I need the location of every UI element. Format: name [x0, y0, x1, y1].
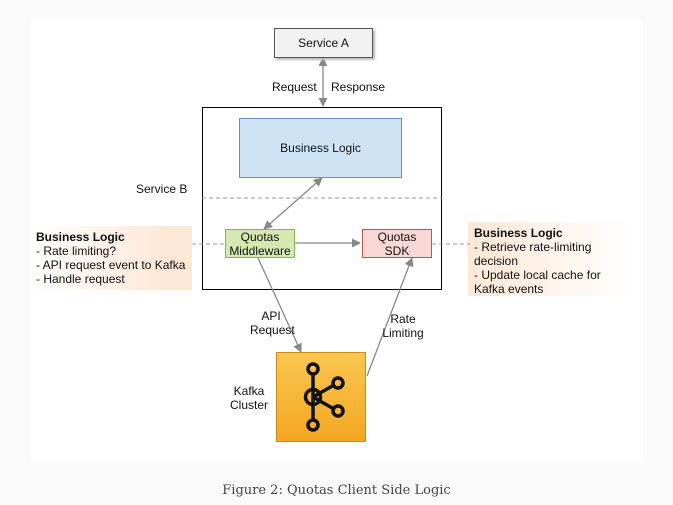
right-note: Business Logic - Retrieve rate-limiting …	[468, 222, 632, 296]
service-a-box: Service A	[274, 28, 373, 58]
left-note-line: - Rate limiting?	[36, 244, 117, 258]
kafka-logo-icon	[303, 362, 345, 432]
left-note-title: Business Logic	[36, 230, 125, 244]
rate-limiting-arrow	[366, 257, 414, 377]
rate-limiting-line: Rate	[390, 312, 416, 326]
service-b-label: Service B	[136, 182, 188, 196]
left-note: Business Logic - Rate limiting? - API re…	[30, 226, 192, 290]
left-note-line: - Handle request	[36, 272, 125, 286]
quotas-middleware-line: Middleware	[229, 243, 291, 258]
kafka-cluster-label: Kafka Cluster	[229, 384, 269, 412]
quotas-sdk-line: Quotas	[377, 229, 417, 244]
left-note-line: - API request event to Kafka	[36, 258, 186, 272]
request-label: Request	[272, 80, 317, 94]
rate-limiting-line: Limiting	[382, 326, 424, 340]
business-logic-label: Business Logic	[280, 141, 361, 155]
kafka-cluster-line: Cluster	[229, 398, 268, 412]
api-request-label: API Request	[250, 309, 295, 337]
right-note-line: decision	[474, 254, 519, 268]
quotas-middleware-box: Quotas Middleware	[225, 229, 295, 258]
api-request-arrow	[257, 257, 302, 353]
quotas-middleware-line: Quotas	[240, 229, 280, 244]
kafka-box	[276, 352, 366, 442]
api-request-line: Request	[250, 323, 295, 337]
logic-middleware-arrow	[263, 177, 323, 230]
api-request-line: API	[261, 309, 281, 323]
business-logic-box: Business Logic	[239, 118, 402, 178]
service-a-label: Service A	[298, 36, 349, 50]
rate-limiting-label: Rate Limiting	[381, 312, 425, 340]
right-note-line: Kafka events	[474, 282, 544, 296]
right-note-line: - Retrieve rate-limiting	[474, 240, 592, 254]
quotas-sdk-line: SDK	[384, 243, 410, 258]
right-note-title: Business Logic	[474, 226, 563, 240]
response-label: Response	[331, 80, 386, 94]
figure-caption: Figure 2: Quotas Client Side Logic	[222, 483, 451, 498]
kafka-cluster-line: Kafka	[233, 384, 265, 398]
right-note-line: - Update local cache for	[474, 268, 601, 282]
quotas-sdk-box: Quotas SDK	[362, 229, 432, 258]
